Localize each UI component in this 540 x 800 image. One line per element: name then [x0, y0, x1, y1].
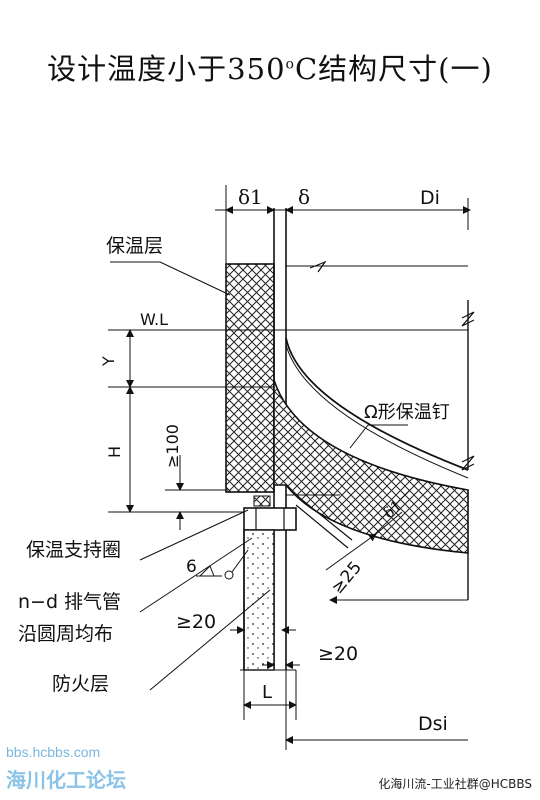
dim-delta: δ [298, 185, 310, 209]
wall-insulation [225, 263, 275, 493]
label-fireproof-layer: 防火层 [52, 673, 109, 695]
watermark-credit: 化海川流-工业社群@HCBBS [378, 777, 532, 791]
title-unit: C [294, 52, 319, 86]
watermark-site: bbs.hcbbs.com [6, 744, 101, 760]
label-support-ring: 保温支持圈 [26, 539, 121, 561]
dim-ge25: ≥25 [328, 558, 366, 598]
title-degree: o [285, 56, 295, 73]
dim-h: H [105, 446, 124, 458]
dim-di: Di [420, 187, 440, 209]
title-main: 设计温度小于350 [47, 52, 286, 86]
dim-six: 6 [186, 557, 197, 577]
dim-y: Y [99, 356, 118, 367]
drawing-title: 设计温度小于350oC结构尺寸(一) [0, 46, 540, 88]
dim-ge20-left: ≥20 [176, 611, 216, 633]
watermark-forum: 海川化工论坛 [6, 768, 126, 792]
label-insulation-layer: 保温层 [106, 235, 163, 257]
dim-l: L [262, 682, 272, 703]
dim-ge20-right: ≥20 [318, 643, 358, 665]
label-even-distribution: 沿圆周均布 [18, 623, 113, 645]
fireproof-layer [243, 529, 275, 671]
dim-dsi: Dsi [418, 713, 448, 735]
support-ring [243, 507, 297, 531]
label-omega-pin: Ω形保温钉 [364, 402, 450, 423]
label-vent-pipe: n−d 排气管 [18, 591, 121, 613]
vessel-head-curve [285, 337, 469, 471]
dim-wl: W.L [140, 310, 168, 329]
dim-ge100: ≥100 [163, 424, 182, 468]
title-rest: 结构尺寸(一) [318, 52, 493, 86]
dim-delta1: δ1 [238, 185, 263, 209]
